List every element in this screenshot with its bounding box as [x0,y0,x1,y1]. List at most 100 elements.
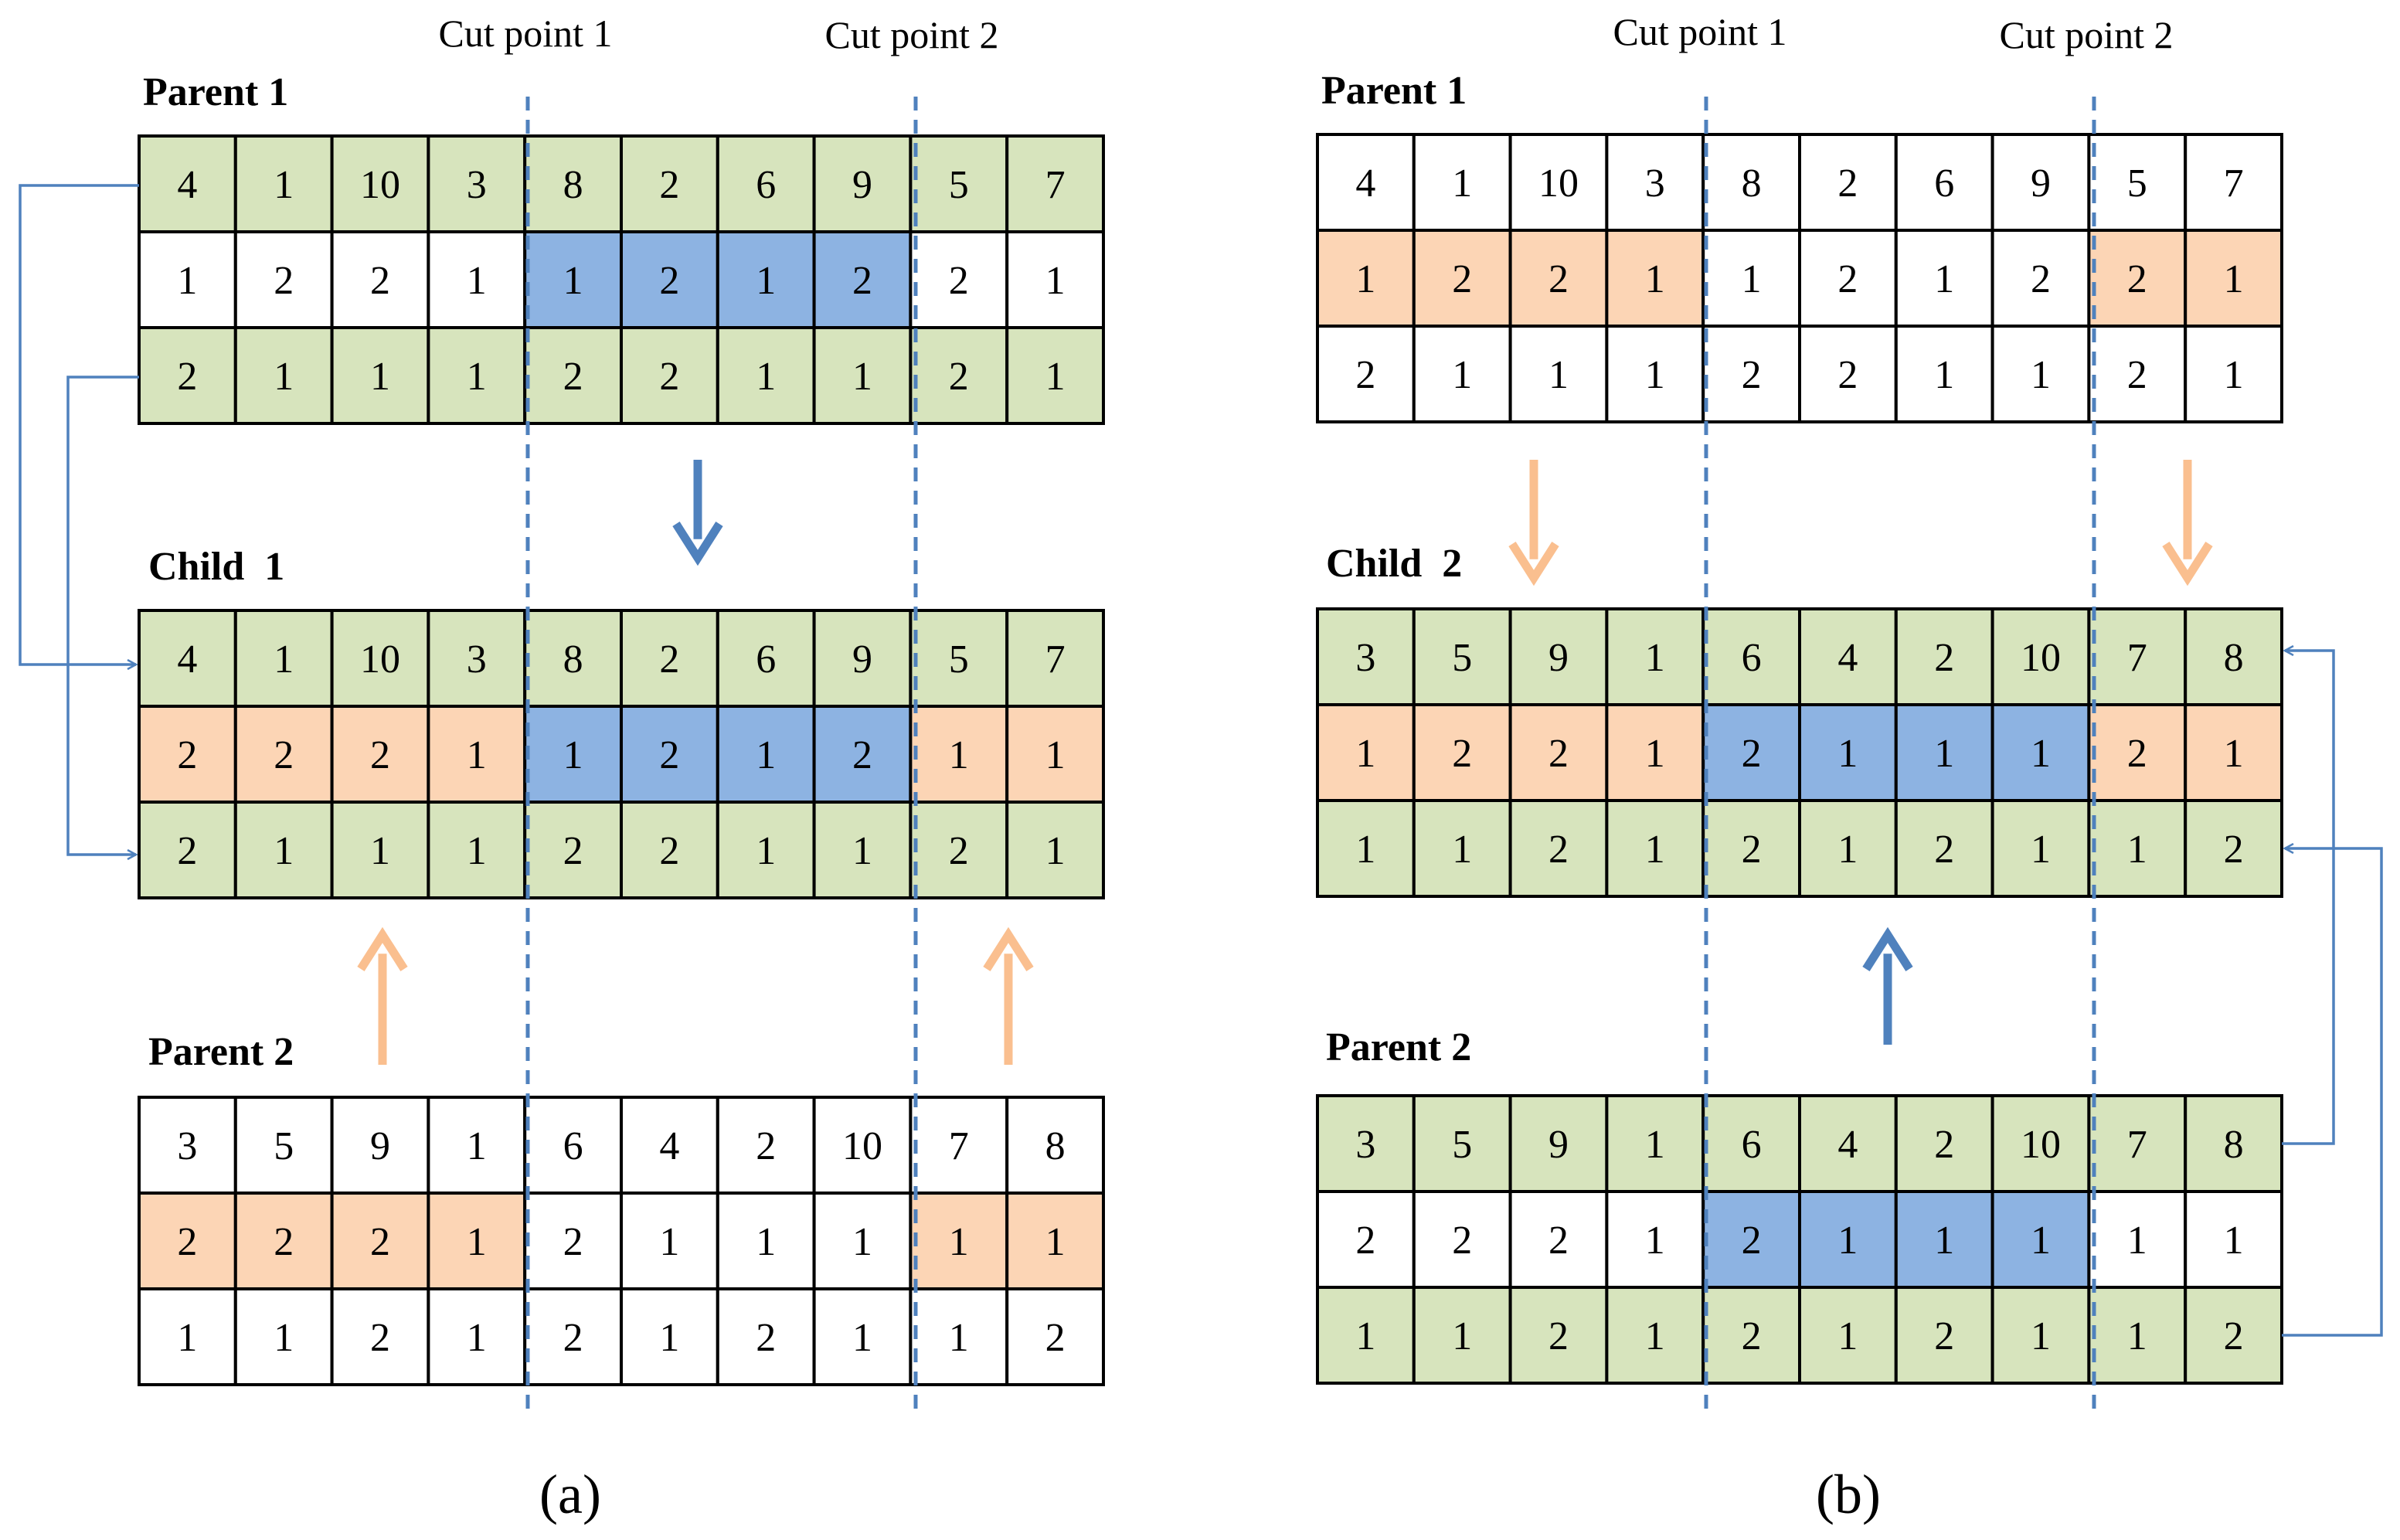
gene-cell [620,1287,719,1386]
gene-cell [523,705,624,804]
gene-value: 1 [370,829,390,873]
gene-cell [812,1096,913,1195]
blue-up-arrow-b [1862,926,1913,971]
gene-cell [2184,325,2283,423]
gene-cell [1005,134,1105,233]
gene-value: 9 [2031,161,2051,206]
gene-value: 1 [2031,353,2051,397]
gene-value: 1 [467,733,487,777]
gene-value: 1 [1045,355,1066,399]
gene-value: 5 [2127,161,2147,206]
gene-cell [1894,607,1994,706]
gene-value: 2 [370,733,390,777]
gene-value: 2 [1742,1219,1762,1263]
gene-value: 1 [2031,828,2051,872]
gene-value: 9 [852,637,872,682]
gene-value: 1 [467,1124,487,1168]
gene-value: 2 [1548,1219,1569,1263]
gene-value: 2 [370,259,390,303]
gene-value: 1 [274,829,294,873]
gene-value: 1 [467,829,487,873]
gene-value: 2 [1742,353,1762,397]
gene-value: 1 [563,733,583,777]
gene-value: 2 [852,259,872,303]
gene-value: 1 [1452,1314,1472,1358]
caption-b: (b) [1816,1464,1881,1525]
gene-cell [812,1192,913,1290]
gene-value: 5 [274,1124,294,1168]
gene-cell [1990,799,2091,898]
gene-value: 2 [2224,1314,2244,1358]
gene-value: 3 [467,163,487,207]
gene-cell [1701,1094,1801,1193]
gene-value: 2 [370,1220,390,1264]
gene-value: 7 [949,1124,969,1168]
gene-value: 1 [1548,353,1569,397]
peach-up-arrow-right-a [983,926,1034,971]
gene-value: 8 [2224,1123,2244,1167]
gene-value: 3 [467,637,487,682]
gene-cell [812,1287,913,1386]
gene-value: 10 [360,163,400,207]
gene-cell [716,609,816,708]
gene-cell [909,230,1009,329]
gene-value: 2 [1045,1316,1066,1360]
gene-cell [909,1096,1009,1195]
gene-cell [330,801,430,899]
gene-value: 2 [1548,1314,1569,1358]
gene-value: 2 [1548,828,1569,872]
gene-cell [1412,799,1512,898]
gene-value: 2 [2224,828,2244,872]
gene-value: 5 [1452,636,1472,680]
gene-cell [620,134,719,233]
gene-cell [2087,133,2188,232]
gene-cell [1798,1286,1898,1385]
gene-value: 9 [370,1124,390,1168]
gene-value: 1 [949,733,969,777]
gene-value: 3 [177,1124,197,1168]
gene-value: 1 [2127,828,2147,872]
gene-value: 1 [1934,732,1954,776]
gene-cell [1701,229,1801,328]
cut-point-2-label-b: Cut point 2 [1999,13,2173,56]
gene-cell [427,801,527,899]
peach-down-arrow-right-b [2162,542,2213,586]
gene-cell [2184,799,2283,898]
gene-value: 1 [467,1220,487,1264]
link-arrow-row3-b [2282,848,2383,1337]
gene-cell [1701,325,1801,423]
blue-down-arrow-a [672,522,723,566]
gene-value: 9 [852,163,872,207]
gene-cell [1005,801,1105,899]
gene-value: 1 [1837,1219,1858,1263]
gene-value: 1 [949,1220,969,1264]
gene-value: 2 [756,1124,776,1168]
gene-value: 2 [177,1220,197,1264]
gene-cell [909,326,1009,425]
gene-cell [1894,1094,1994,1193]
gene-value: 2 [274,1220,294,1264]
gene-value: 5 [949,637,969,682]
gene-value: 8 [2224,636,2244,680]
gene-cell [1412,607,1512,706]
gene-value: 1 [2224,732,2244,776]
gene-cell [1508,799,1609,898]
gene-cell [716,230,816,329]
gene-value: 6 [1742,1123,1762,1167]
gene-value: 2 [659,163,679,207]
gene-value: 10 [2021,1123,2061,1167]
gene-cell [620,230,719,329]
gene-value: 1 [756,355,776,399]
gene-cell [1798,325,1898,423]
gene-value: 2 [2127,353,2147,397]
gene-value: 2 [949,355,969,399]
gene-cell [909,1192,1009,1290]
gene-cell [620,609,719,708]
gene-value: 1 [1742,257,1762,301]
gene-cell [233,230,334,329]
cut-point-2-label-a: Cut point 2 [824,13,998,56]
gene-value: 6 [756,637,776,682]
